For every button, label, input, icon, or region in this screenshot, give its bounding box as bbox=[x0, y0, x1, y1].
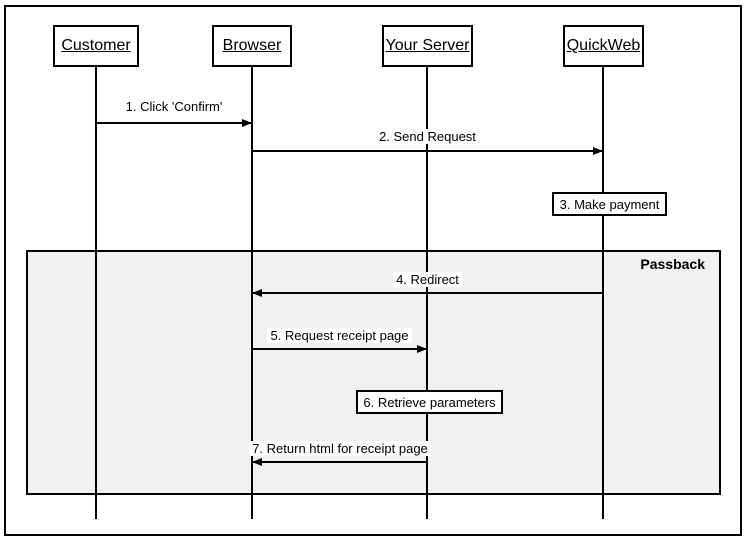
message-4-label: 4. Redirect bbox=[252, 272, 603, 287]
passback-label: Passback bbox=[640, 256, 705, 272]
message-2-label: 2. Send Request bbox=[252, 129, 603, 144]
message-7-line bbox=[252, 461, 427, 463]
message-1-label: 1. Click 'Confirm' bbox=[96, 99, 252, 114]
message-4-arrowhead-icon bbox=[252, 289, 262, 297]
message-5-line bbox=[252, 348, 427, 350]
action-make-payment-label: 3. Make payment bbox=[559, 196, 660, 212]
action-retrieve-parameters: 6. Retrieve parameters bbox=[356, 390, 503, 414]
actor-customer-label: Customer bbox=[61, 37, 131, 54]
actor-your-server: Your Server bbox=[382, 25, 473, 67]
message-7-arrowhead-icon bbox=[252, 458, 262, 466]
actor-quickweb-label: QuickWeb bbox=[566, 37, 641, 54]
actor-quickweb: QuickWeb bbox=[563, 25, 644, 67]
lifeline-customer bbox=[95, 67, 97, 519]
message-7-label: 7. Return html for receipt page bbox=[240, 441, 440, 456]
message-5-arrowhead-icon bbox=[417, 345, 427, 353]
lifeline-quickweb bbox=[602, 67, 604, 519]
actor-browser: Browser bbox=[212, 25, 292, 67]
actor-customer: Customer bbox=[53, 25, 139, 67]
message-2-arrowhead-icon bbox=[593, 147, 603, 155]
action-retrieve-parameters-label: 6. Retrieve parameters bbox=[363, 394, 496, 410]
actor-your-server-label: Your Server bbox=[385, 37, 470, 54]
diagram-border bbox=[4, 5, 742, 536]
message-1-line bbox=[96, 122, 252, 124]
message-2-line bbox=[252, 150, 603, 152]
message-1-arrowhead-icon bbox=[242, 119, 252, 127]
action-make-payment: 3. Make payment bbox=[552, 192, 667, 216]
actor-browser-label: Browser bbox=[222, 37, 282, 54]
message-4-line bbox=[252, 292, 603, 294]
message-5-label: 5. Request receipt page bbox=[252, 328, 427, 343]
